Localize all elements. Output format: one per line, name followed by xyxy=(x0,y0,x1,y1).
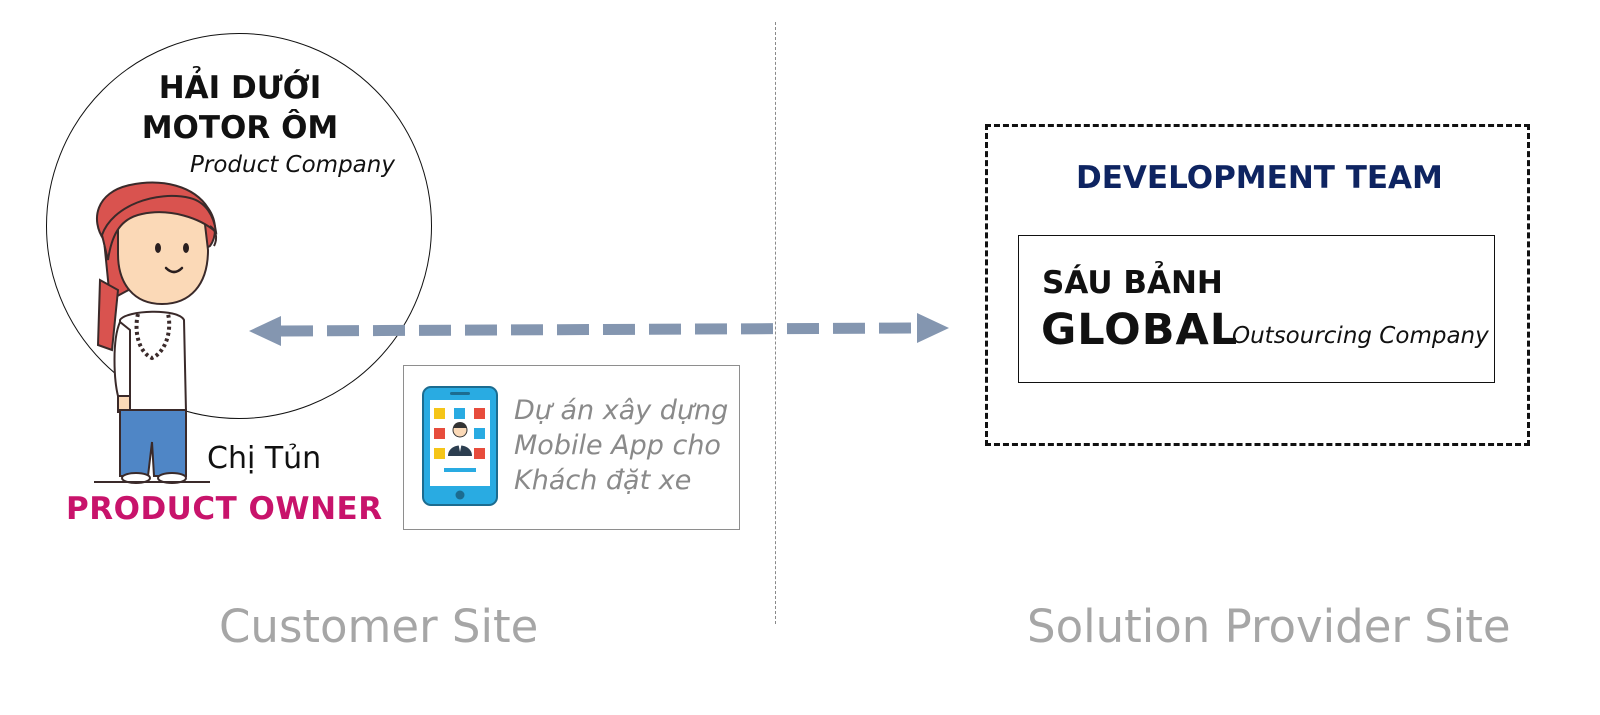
vendor-company-box xyxy=(1018,235,1495,383)
customer-site-label: Customer Site xyxy=(219,600,539,653)
development-team-title: DEVELOPMENT TEAM xyxy=(1076,160,1443,196)
product-owner-role: PRODUCT OWNER xyxy=(66,491,383,527)
site-divider xyxy=(775,22,776,624)
customer-company-name-line1: HẢI DƯỚI xyxy=(158,70,322,106)
project-description: Dự án xây dựng Mobile App cho Khách đặt … xyxy=(514,393,736,498)
customer-company-type: Product Company xyxy=(190,152,395,178)
customer-company-name-line2: MOTOR ÔM xyxy=(141,110,339,146)
vendor-company-name-line1: SÁU BẢNH xyxy=(1042,265,1223,301)
bidirectional-arrow-icon xyxy=(249,313,949,346)
development-team-box xyxy=(985,124,1530,446)
customer-company-name: HẢI DƯỚI MOTOR ÔM xyxy=(110,68,370,148)
mobile-app-icon xyxy=(422,386,498,506)
provider-site-label: Solution Provider Site xyxy=(1027,600,1511,653)
project-description-line: Khách đặt xe xyxy=(514,465,692,496)
customer-company-circle xyxy=(46,33,432,419)
project-description-line: Dự án xây dựng xyxy=(514,395,729,426)
vendor-company-type: Outsourcing Company xyxy=(1232,323,1489,349)
vendor-company-name-line2: GLOBAL xyxy=(1041,305,1239,355)
product-owner-name: Chị Tủn xyxy=(207,441,322,476)
project-description-line: Mobile App cho xyxy=(514,430,721,461)
woman-avatar-icon xyxy=(94,181,218,484)
